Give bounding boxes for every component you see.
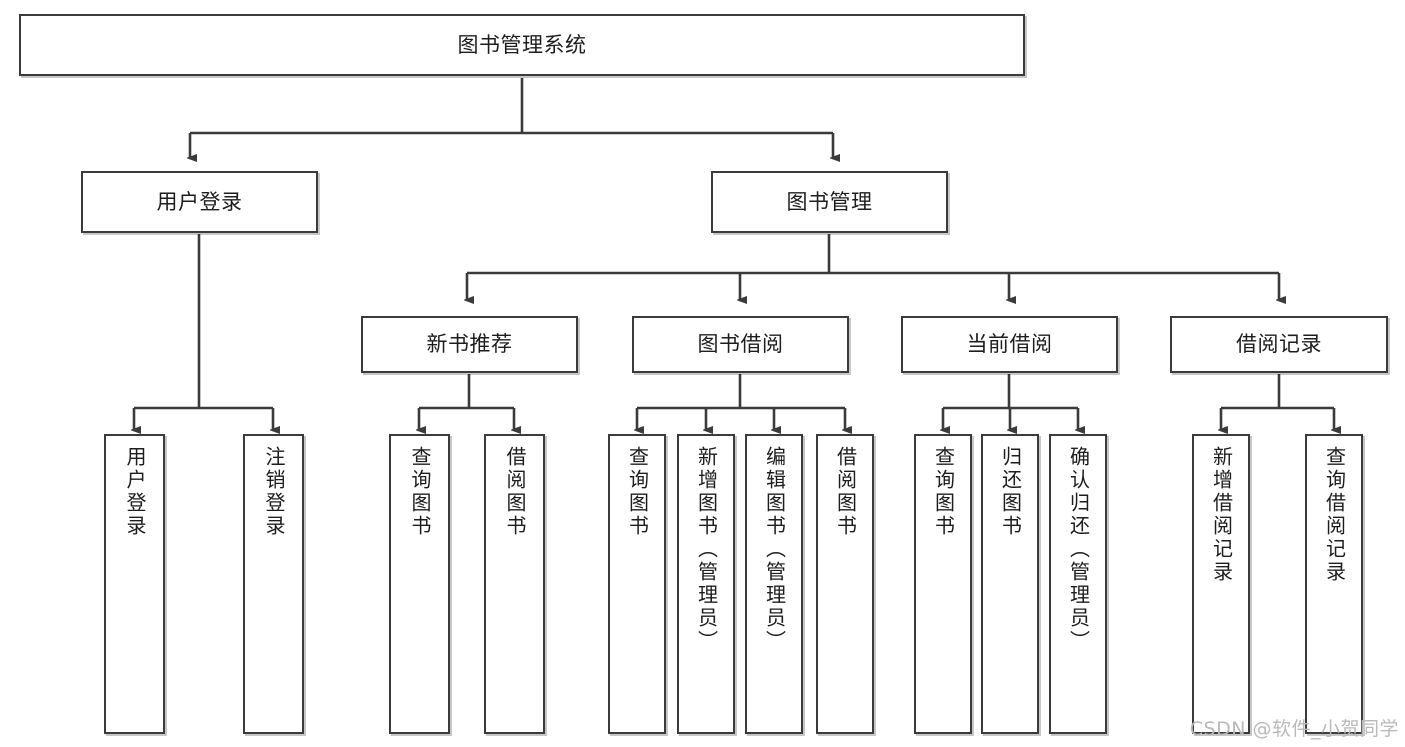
leaf-borrow-record-query[interactable]: 查询借阅记录 bbox=[1305, 434, 1363, 734]
leaf-book-borrow-borrow[interactable]: 借阅图书 bbox=[816, 434, 874, 734]
node-label: 查询图书 bbox=[408, 446, 432, 538]
node-label: 查询图书 bbox=[931, 446, 956, 538]
node-new-book-recommend[interactable]: 新书推荐 bbox=[361, 316, 578, 373]
node-user-login[interactable]: 用户登录 bbox=[81, 171, 318, 233]
leaf-book-borrow-query[interactable]: 查询图书 bbox=[608, 434, 666, 734]
node-label: 查询借阅记录 bbox=[1322, 446, 1347, 584]
leaf-new-book-query[interactable]: 查询图书 bbox=[389, 434, 450, 734]
leaf-user-login-login[interactable]: 用户登录 bbox=[104, 434, 165, 734]
node-label: 借阅记录 bbox=[1236, 332, 1322, 357]
node-root-system[interactable]: 图书管理系统 bbox=[19, 14, 1025, 76]
node-label: 借阅图书 bbox=[503, 446, 527, 538]
leaf-book-borrow-add[interactable]: 新增图书（管理员） bbox=[677, 434, 735, 734]
leaf-current-borrow-return[interactable]: 归还图书 bbox=[981, 434, 1039, 734]
leaf-current-borrow-confirm-return[interactable]: 确认归还（管理员） bbox=[1049, 434, 1107, 734]
node-label: 借阅图书 bbox=[833, 446, 858, 538]
node-label: 用户登录 bbox=[156, 189, 243, 214]
node-label: 图书管理 bbox=[786, 189, 873, 214]
leaf-book-borrow-edit[interactable]: 编辑图书（管理员） bbox=[745, 434, 803, 734]
leaf-new-book-borrow[interactable]: 借阅图书 bbox=[484, 434, 545, 734]
node-label: 图书管理系统 bbox=[457, 32, 587, 57]
node-label: 当前借阅 bbox=[966, 332, 1053, 357]
node-label: 图书借阅 bbox=[697, 332, 784, 357]
leaf-user-login-logout[interactable]: 注销登录 bbox=[243, 434, 304, 734]
watermark-text: CSDN @软件_小贺同学 bbox=[1189, 718, 1399, 740]
node-label: 新增借阅记录 bbox=[1209, 446, 1234, 584]
node-book-borrow[interactable]: 图书借阅 bbox=[632, 316, 849, 373]
node-label: 归还图书 bbox=[998, 446, 1023, 538]
node-label: 用户登录 bbox=[123, 446, 147, 538]
node-label: 新书推荐 bbox=[426, 332, 513, 357]
leaf-current-borrow-query[interactable]: 查询图书 bbox=[914, 434, 972, 734]
node-borrow-record[interactable]: 借阅记录 bbox=[1170, 316, 1388, 373]
node-label: 注销登录 bbox=[262, 446, 286, 538]
node-current-borrow[interactable]: 当前借阅 bbox=[901, 316, 1118, 373]
node-label: 查询图书 bbox=[625, 446, 650, 538]
node-label: 新增图书（管理员） bbox=[694, 446, 719, 653]
node-book-management[interactable]: 图书管理 bbox=[711, 171, 948, 233]
node-label: 确认归还（管理员） bbox=[1066, 446, 1091, 653]
leaf-borrow-record-add[interactable]: 新增借阅记录 bbox=[1192, 434, 1250, 734]
node-label: 编辑图书（管理员） bbox=[762, 446, 787, 653]
